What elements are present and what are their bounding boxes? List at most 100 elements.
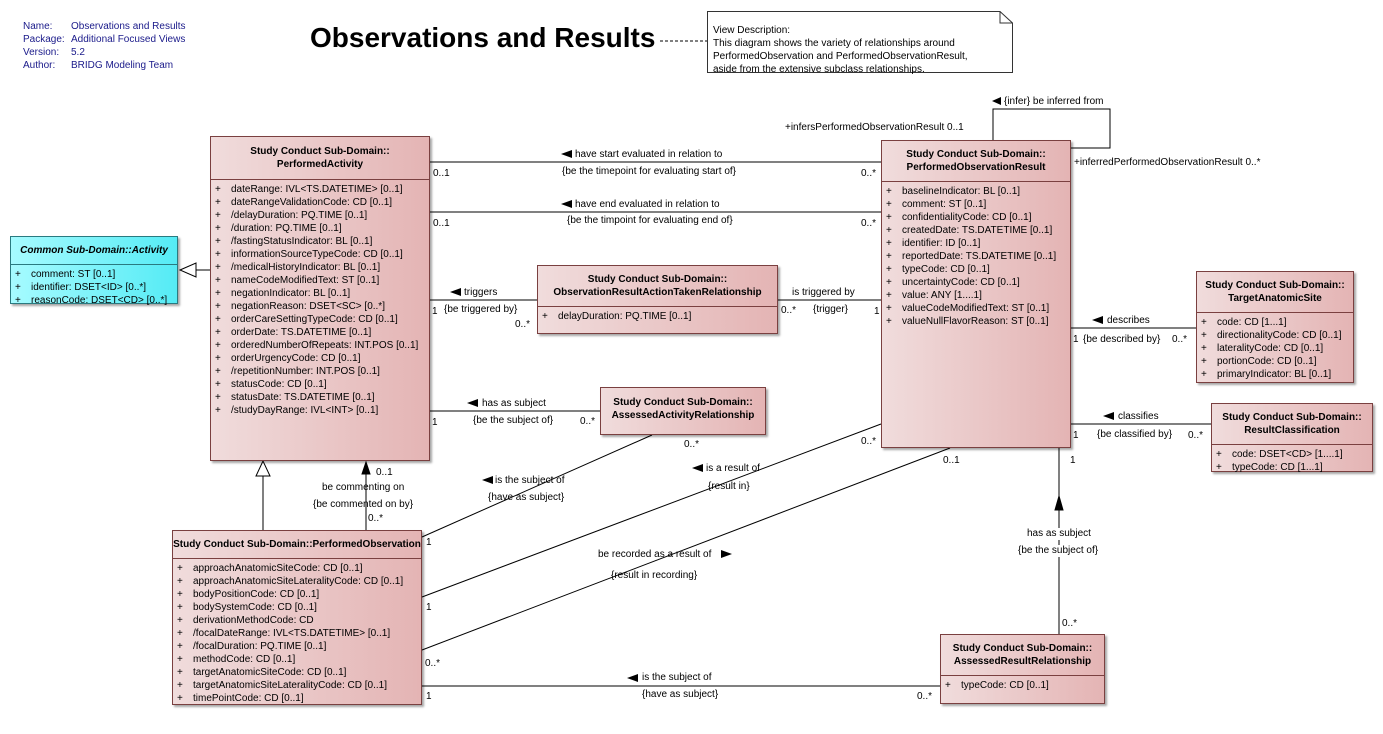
is-subject-direction-arrow (482, 476, 493, 484)
multiplicity: 0..1 (943, 455, 960, 466)
commented-by-role: {be commented on by} (313, 499, 414, 510)
attribute: +reasonCode: DSET<CD> [0..*] (11, 294, 177, 307)
class-performed-observation-result[interactable]: Study Conduct Sub-Domain:: PerformedObse… (881, 140, 1071, 448)
visibility: + (177, 641, 183, 652)
visibility: + (177, 615, 183, 626)
visibility: + (177, 589, 183, 600)
visibility: + (215, 301, 221, 312)
attribute: +directionalityCode: CD [0..1] (1197, 329, 1353, 342)
attribute: +typeCode: CD [0..1] (882, 263, 1070, 276)
attribute: +approachAnatomicSiteCode: CD [0..1] (173, 562, 421, 575)
visibility: + (215, 327, 221, 338)
classified-by-role: {be classified by} (1097, 429, 1173, 440)
class-target-anatomic-site[interactable]: Study Conduct Sub-Domain:: TargetAnatomi… (1196, 271, 1354, 383)
class-assessed-result-relationship[interactable]: Study Conduct Sub-Domain:: AssessedResul… (940, 634, 1105, 704)
visibility: + (886, 251, 892, 262)
view-description-note[interactable]: View Description: This diagram shows the… (707, 11, 993, 75)
attribute: +negationIndicator: BL [0..1] (211, 287, 429, 300)
visibility: + (215, 392, 221, 403)
attribute: +bodySystemCode: CD [0..1] (173, 601, 421, 614)
attribute-text: /repetitionNumber: INT.POS [0..1] (231, 366, 380, 377)
visibility: + (215, 288, 221, 299)
class-activity[interactable]: Common Sub-Domain::Activity +comment: ST… (10, 236, 178, 307)
note-line: PerformedObservation and PerformedObserv… (713, 51, 968, 62)
attribute-text: typeCode: CD [1...1] (1232, 462, 1323, 473)
attribute: +statusDate: TS.DATETIME [0..1] (211, 391, 429, 404)
multiplicity: 0..* (917, 691, 933, 702)
class-stereotype: Study Conduct Sub-Domain:: (952, 643, 1093, 654)
multiplicity: 1 (426, 602, 432, 613)
class-result-classification[interactable]: Study Conduct Sub-Domain:: ResultClassif… (1211, 403, 1373, 474)
end-role-label: {be the timpoint for evaluating end of} (567, 215, 733, 226)
attribute-text: dateRangeValidationCode: CD [0..1] (231, 197, 393, 208)
attribute-text: confidentialityCode: CD [0..1] (902, 212, 1032, 223)
po-result-of-line (421, 423, 882, 598)
class-name: AssessedResultRelationship (953, 656, 1092, 667)
meta-value: Additional Focused Views (71, 34, 186, 45)
visibility: + (177, 563, 183, 574)
start-role-label: {be the timepoint for evaluating start o… (562, 166, 736, 177)
attribute: +code: DSET<CD> [1....1] (1212, 448, 1372, 461)
attribute: +statusCode: CD [0..1] (211, 378, 429, 391)
meta-key: Version: (23, 47, 60, 58)
visibility: + (1201, 330, 1207, 341)
attribute: + /focalDuration: PQ.TIME [0..1] (173, 640, 421, 653)
multiplicity: 0..* (861, 168, 877, 179)
attribute-text: identifier: DSET<ID> [0..*] (31, 282, 147, 293)
meta-row: Version:5.2 (23, 46, 186, 59)
class-stereotype: Study Conduct Sub-Domain:: (1205, 280, 1345, 291)
visibility: + (177, 693, 183, 704)
have-as-subject-role-2: {have as subject} (642, 689, 719, 700)
class-header: Study Conduct Sub-Domain:: ObservationRe… (538, 266, 777, 307)
note-line: aside from the extensive subclass relati… (713, 64, 925, 75)
class-name: Study Conduct Sub-Domain::PerformedObser… (173, 531, 421, 559)
end-direction-arrow (561, 200, 572, 208)
attribute-text: /focalDuration: PQ.TIME [0..1] (193, 641, 327, 652)
attribute: +derivationMethodCode: CD (173, 614, 421, 627)
visibility: + (215, 210, 221, 221)
attribute: +bodyPositionCode: CD [0..1] (173, 588, 421, 601)
attribute: +baselineIndicator: BL [0..1] (882, 185, 1070, 198)
class-performed-observation[interactable]: Study Conduct Sub-Domain::PerformedObser… (172, 530, 422, 705)
visibility: + (1201, 343, 1207, 354)
attribute-text: dateRange: IVL<TS.DATETIME> [0..1] (231, 184, 403, 195)
attribute: +nameCodeModifiedText: ST [0..1] (211, 274, 429, 287)
attribute-text: /fastingStatusIndicator: BL [0..1] (231, 236, 373, 247)
attribute-text: orderUrgencyCode: CD [0..1] (231, 353, 361, 364)
infer-direction-arrow (992, 97, 1001, 105)
class-stereotype: Study Conduct Sub-Domain:: (906, 149, 1046, 160)
class-performed-activity[interactable]: Study Conduct Sub-Domain:: PerformedActi… (210, 136, 430, 461)
attribute-text: /duration: PQ.TIME [0..1] (231, 223, 342, 234)
visibility: + (1201, 317, 1207, 328)
attribute-list: +code: DSET<CD> [1....1] +typeCode: CD [… (1212, 445, 1372, 474)
triggers-direction-arrow (450, 288, 461, 296)
attribute-text: /studyDayRange: IVL<INT> [0..1] (231, 405, 379, 416)
attribute-text: typeCode: CD [0..1] (961, 680, 1049, 691)
visibility: + (886, 225, 892, 236)
attribute-text: value: ANY [1....1] (902, 290, 982, 301)
attribute-text: createdDate: TS.DATETIME [0..1] (902, 225, 1053, 236)
class-action-taken-relationship[interactable]: Study Conduct Sub-Domain:: ObservationRe… (537, 265, 778, 334)
generalization-arrowhead (178, 262, 197, 278)
attribute-text: reasonCode: DSET<CD> [0..*] (31, 295, 168, 306)
attribute: +/duration: PQ.TIME [0..1] (211, 222, 429, 235)
result-in-recording-role: {result in recording} (611, 570, 698, 581)
infer-label: {infer} be inferred from (1004, 96, 1104, 107)
attribute-list: +comment: ST [0..1] +identifier: DSET<ID… (11, 265, 177, 307)
visibility: + (886, 238, 892, 249)
attribute: +orderCareSettingTypeCode: CD [0..1] (211, 313, 429, 326)
be-subject-of-role: {be the subject of} (473, 415, 554, 426)
multiplicity: 1 (432, 417, 438, 428)
class-assessed-activity-relationship[interactable]: Study Conduct Sub-Domain:: AssessedActiv… (600, 387, 766, 435)
meta-value: Observations and Results (71, 21, 186, 32)
diagram-title: Observations and Results (310, 22, 656, 53)
attribute: +/fastingStatusIndicator: BL [0..1] (211, 235, 429, 248)
multiplicity: 0..* (368, 513, 384, 524)
attribute: +dateRangeValidationCode: CD [0..1] (211, 196, 429, 209)
visibility: + (177, 680, 183, 691)
class-name: PerformedActivity (276, 159, 364, 170)
be-recorded-label: be recorded as a result of (598, 549, 712, 560)
visibility: + (886, 303, 892, 314)
is-subject-of-label: is the subject of (495, 475, 565, 486)
attribute-text: comment: ST [0..1] (31, 269, 116, 280)
